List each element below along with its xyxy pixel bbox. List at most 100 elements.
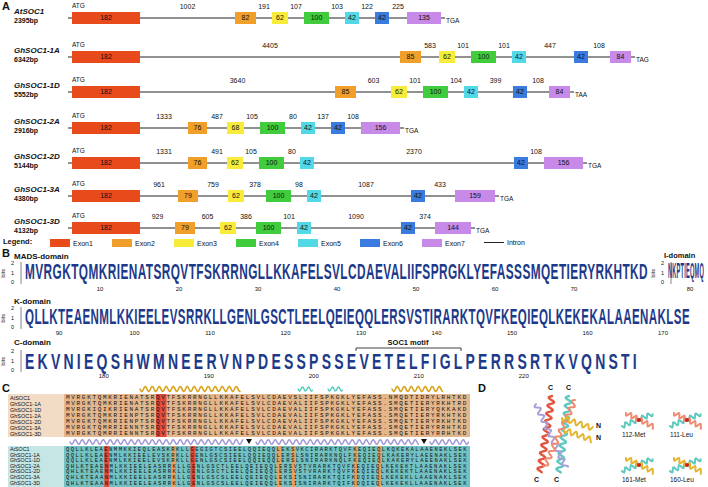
exon-length: 135 xyxy=(409,12,439,24)
exon-length: 100 xyxy=(306,12,327,24)
alignment-ground xyxy=(64,394,470,437)
intron-line xyxy=(291,196,307,197)
sequence-name: GhSOC1-3D xyxy=(10,481,40,487)
exon-length: 182 xyxy=(74,86,138,98)
exon-box: 82 xyxy=(235,12,256,24)
exon-box: 100 xyxy=(471,51,496,63)
terminus-label: C xyxy=(548,384,553,392)
stop-codon: TGA xyxy=(588,162,601,169)
position-number: 220 xyxy=(519,373,529,380)
axis-tick: 2 xyxy=(661,260,664,266)
legend-item: Exon2 xyxy=(112,239,155,247)
logo-axis xyxy=(21,350,22,372)
gene-length: 2916bp xyxy=(14,127,38,135)
intron-line xyxy=(359,18,375,19)
exon-box: 42 xyxy=(375,12,389,24)
exon-box: 62 xyxy=(272,12,288,24)
exon-box: 42 xyxy=(297,222,311,234)
legend-swatch xyxy=(112,239,132,247)
residue-mark xyxy=(637,463,641,467)
exon-box: 62 xyxy=(227,157,243,169)
legend-item: Exon7 xyxy=(422,239,465,247)
intron-line xyxy=(198,196,228,197)
gene-tail xyxy=(495,196,499,197)
exon-box: 85 xyxy=(400,51,421,63)
legend-text: Exon4 xyxy=(259,240,279,247)
intron-length: 105 xyxy=(245,148,257,156)
exon-length: 42 xyxy=(514,51,524,63)
gene-tail xyxy=(400,128,404,129)
axis-tick: 0 xyxy=(661,279,664,285)
exon-length: 42 xyxy=(413,190,423,202)
intron-line xyxy=(288,18,304,19)
legend-swatch xyxy=(360,239,380,247)
intron-line xyxy=(244,196,266,197)
legend-text: Exon7 xyxy=(445,240,465,247)
gene-name: GhSOC1-3D xyxy=(14,217,60,226)
intron-length: 225 xyxy=(392,3,404,11)
axis-tick: 1 xyxy=(11,315,14,321)
alignment-ground xyxy=(64,446,470,487)
legend-item: Exon6 xyxy=(360,239,403,247)
helix-ribbon xyxy=(256,440,418,445)
exon-length: 100 xyxy=(473,51,494,63)
intron-line xyxy=(207,163,227,164)
gene-name: GhSOC1-3A xyxy=(14,185,60,194)
panel-letter: C xyxy=(2,382,10,395)
intron-line xyxy=(389,18,407,19)
domain-title: C-domain xyxy=(14,338,51,347)
intron-length: 603 xyxy=(368,77,380,85)
position-number: 210 xyxy=(414,373,424,380)
exon-length: 100 xyxy=(262,122,283,134)
exon-box: 84 xyxy=(610,51,631,63)
legend-swatch xyxy=(50,239,70,247)
intron-line xyxy=(140,163,188,164)
exon-box: 42 xyxy=(307,190,321,202)
position-number: 70 xyxy=(571,286,578,293)
intron-length: 386 xyxy=(240,213,252,221)
exon-box: 156 xyxy=(361,122,400,134)
intron-line xyxy=(321,196,411,197)
exon-box: 42 xyxy=(512,51,526,63)
legend-text: Exon5 xyxy=(321,240,341,247)
axis-tick: 2 xyxy=(11,348,14,354)
exon-length: 156 xyxy=(546,157,581,169)
exon-box: 144 xyxy=(435,222,471,234)
intron-length: 98 xyxy=(295,181,303,189)
intron-length: 80 xyxy=(289,113,297,121)
terminus-label: N xyxy=(596,434,601,442)
gene-length: 2395bp xyxy=(14,17,38,25)
exon-box: 62 xyxy=(220,222,236,234)
exon-box: 42 xyxy=(345,12,359,24)
stop-codon: TAA xyxy=(575,91,587,98)
gene-name: GhSOC1-1D xyxy=(14,81,60,90)
intron-length: 107 xyxy=(290,3,302,11)
gene-tail xyxy=(441,18,445,19)
intron-length: 378 xyxy=(249,181,261,189)
position-number: 50 xyxy=(413,286,420,293)
intron-line xyxy=(281,228,297,229)
intron-line xyxy=(455,57,471,58)
helix-ribbon xyxy=(626,413,653,429)
intron-line xyxy=(140,128,188,129)
axis-tick: 0 xyxy=(11,324,14,330)
panel-letter: A xyxy=(2,0,10,13)
legend-swatch xyxy=(422,239,442,247)
exon-length: 42 xyxy=(299,222,309,234)
sequence-logo: NKPTIEQMQ xyxy=(668,262,704,284)
helix-ribbon xyxy=(328,387,342,391)
sequence-logo: MVRGKTQMKRIENATSRQVTFSKRRNGLLKKAFELSVLCD… xyxy=(25,262,648,284)
axis-title: bits xyxy=(0,314,6,323)
intron-length: 961 xyxy=(153,181,165,189)
helix-ribbon xyxy=(298,387,312,391)
position-number: 80 xyxy=(687,286,694,293)
legend-text: Exon2 xyxy=(135,240,155,247)
intron-length: 101 xyxy=(457,42,469,50)
intron-length: 3640 xyxy=(230,77,246,85)
name-ground xyxy=(8,394,64,437)
gene-tail xyxy=(471,228,475,229)
intron-length: 929 xyxy=(152,213,164,221)
exon-length: 182 xyxy=(74,51,138,63)
exon-box: 42 xyxy=(300,157,314,169)
